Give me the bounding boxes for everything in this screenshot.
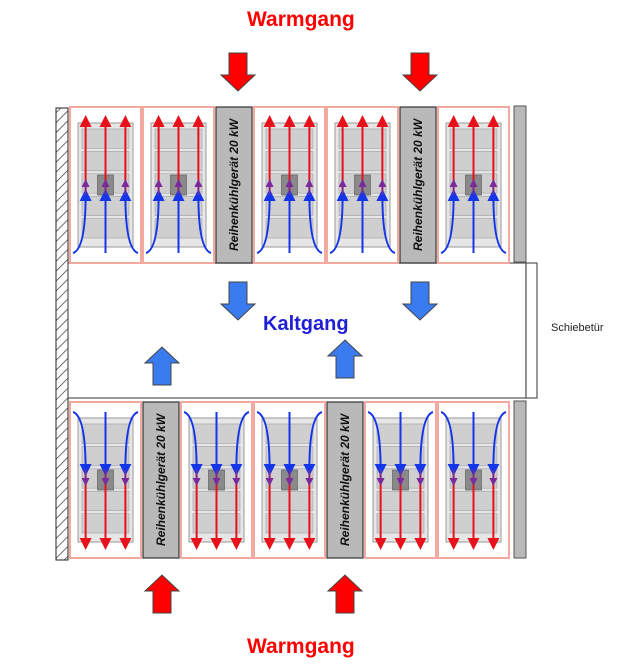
sliding-door: [525, 262, 538, 399]
airflow-cold-arrow: [303, 411, 323, 476]
cold-up-arrow-icon: [143, 346, 181, 386]
airflow-cold-arrow: [414, 411, 434, 476]
airflow-cold-arrow: [192, 189, 212, 254]
cold-aisle-enclosure: [67, 262, 527, 399]
airflow-cold-arrow: [440, 189, 460, 254]
server-rack: [253, 401, 326, 559]
row-cooler-unit: Reihenkühlgerät 20 kW: [326, 401, 364, 559]
cooler-body: [399, 106, 437, 264]
bottom-rack-row: Reihenkühlgerät 20 kW Reihenkühlgerät 20 …: [69, 401, 510, 559]
server-rack: [253, 106, 326, 264]
server-rack: [69, 401, 142, 559]
airflow-cold-arrow: [72, 411, 92, 476]
aisle-arrows: [143, 52, 439, 614]
airflow-cold-arrow: [119, 189, 139, 254]
cooler-body: [142, 401, 180, 559]
airflow-cold-arrow: [303, 189, 323, 254]
cold-up-arrow-icon: [326, 339, 364, 379]
warm-down-arrow-icon: [219, 52, 257, 92]
row-cooler-unit: Reihenkühlgerät 20 kW: [215, 106, 253, 264]
server-rack: [69, 106, 142, 264]
airflow-cold-arrow: [72, 189, 92, 254]
warm-aisle-bottom-label: Warmgang: [247, 635, 355, 658]
server-rack: [364, 401, 437, 559]
top-rack-row: Reihenkühlgerät 20 kW Reihenkühlgerät 20 …: [69, 106, 510, 264]
airflow-cold-arrow: [119, 411, 139, 476]
server-rack: [437, 401, 510, 559]
airflow-cold-arrow: [256, 189, 276, 254]
cooler-label: Reihenkühlgerät 20 kW: [338, 412, 352, 546]
warm-down-arrow-icon: [401, 52, 439, 92]
warm-up-arrow-icon: [326, 574, 364, 614]
server-rack: [142, 106, 215, 264]
airflow-cold-arrow: [487, 189, 507, 254]
airflow-cold-arrow: [367, 411, 387, 476]
server-rack: [180, 401, 253, 559]
sliding-door-label: Schiebetür: [551, 322, 604, 334]
end-panel-top: [513, 105, 527, 263]
cooler-body: [215, 106, 253, 264]
cooler-label: Reihenkühlgerät 20 kW: [154, 412, 168, 546]
airflow-cold-arrow: [329, 189, 349, 254]
warm-up-arrow-icon: [143, 574, 181, 614]
airflow-cold-arrow: [183, 411, 203, 476]
airflow-cold-arrow: [230, 411, 250, 476]
airflow-cold-arrow: [145, 189, 165, 254]
warm-aisle-top-label: Warmgang: [247, 8, 355, 31]
airflow-cold-arrow: [440, 411, 460, 476]
airflow-cold-arrow: [376, 189, 396, 254]
cooler-label: Reihenkühlgerät 20 kW: [411, 117, 425, 251]
airflow-cold-arrow: [256, 411, 276, 476]
row-cooler-unit: Reihenkühlgerät 20 kW: [399, 106, 437, 264]
cold-aisle-label: Kaltgang: [263, 313, 349, 335]
end-panel-bottom: [513, 400, 527, 559]
wall-hatched: [55, 107, 69, 561]
server-rack: [437, 106, 510, 264]
cold-down-arrow-icon: [219, 281, 257, 321]
cold-down-arrow-icon: [401, 281, 439, 321]
row-cooler-unit: Reihenkühlgerät 20 kW: [142, 401, 180, 559]
server-rack: [326, 106, 399, 264]
cooler-label: Reihenkühlgerät 20 kW: [227, 117, 241, 251]
airflow-cold-arrow: [487, 411, 507, 476]
cooler-body: [326, 401, 364, 559]
